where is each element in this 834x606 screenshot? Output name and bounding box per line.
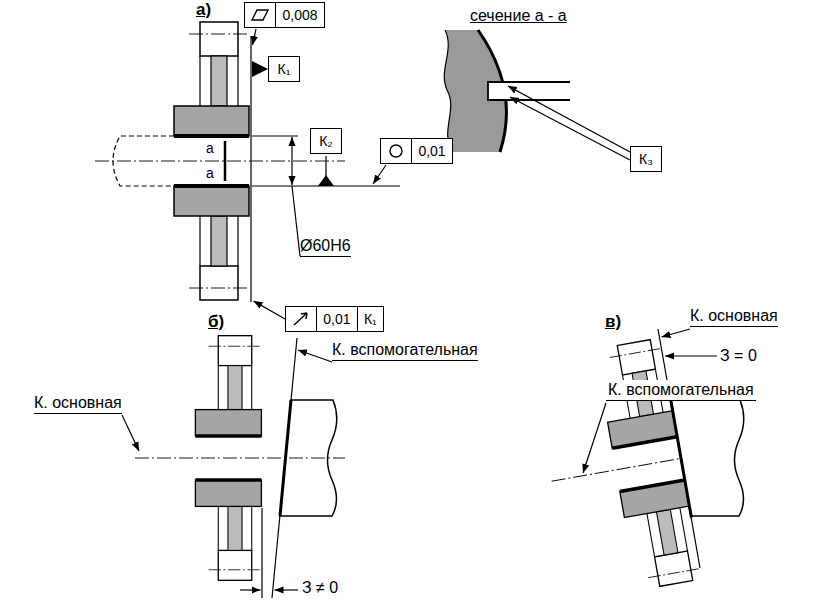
leader-line <box>253 29 257 45</box>
frame-value: К₃ <box>631 147 661 171</box>
dimension-line <box>240 589 261 590</box>
axis-line <box>95 161 345 162</box>
tolerance-symbol <box>290 310 312 328</box>
base-label: К. вспомогательная <box>332 340 478 361</box>
frame-value: К₂ <box>311 129 341 153</box>
symbol-cell <box>381 139 411 163</box>
datum-box: К₃ <box>630 146 662 172</box>
axis-line <box>552 456 695 481</box>
base-label: К. основная <box>690 306 778 327</box>
section-a-a <box>444 30 630 160</box>
dimension-label: Ø60H6 <box>300 236 351 257</box>
frame-value: К₁ <box>269 57 299 81</box>
leader-line <box>254 301 286 319</box>
symbol-cell <box>245 3 275 27</box>
view-label: в) <box>605 312 621 332</box>
axis-line <box>135 458 345 459</box>
leader-line <box>325 156 326 176</box>
view-label: б) <box>208 312 224 332</box>
keyway <box>488 82 510 100</box>
gear-section <box>174 22 249 300</box>
face-line <box>250 36 251 302</box>
flatness-frame: 0,008 <box>244 2 325 28</box>
view-label: а) <box>196 0 211 20</box>
datum-triangle <box>252 61 268 77</box>
datum-triangle <box>318 175 334 186</box>
roundness-symbol <box>390 145 402 157</box>
leader-line <box>373 165 386 184</box>
base-line <box>272 338 297 598</box>
gear-view-a <box>95 22 400 319</box>
runout-frame: 0,01К₁ <box>285 306 384 332</box>
leader-line <box>292 186 300 256</box>
break-line <box>444 30 452 152</box>
axis-line <box>552 456 695 481</box>
leader-line <box>510 97 630 160</box>
leader-line <box>583 403 606 473</box>
dimension-line <box>275 589 299 590</box>
extension-line <box>252 135 298 136</box>
gap-label: З = 0 <box>720 346 757 365</box>
leader-line <box>298 350 332 362</box>
symbol-cell <box>286 307 316 331</box>
frame-value: К₁ <box>357 307 383 331</box>
base-label: К. основная <box>34 393 122 414</box>
datum-box: К₁ <box>268 56 300 82</box>
tolerance-symbol <box>249 6 271 24</box>
frame-value: 0,008 <box>275 3 324 27</box>
runout-symbol <box>294 313 307 325</box>
section-title: сечение а - а <box>470 6 567 25</box>
gear-view-b <box>122 336 345 598</box>
leader-line <box>508 86 630 152</box>
roundness-frame: 0,01 <box>380 138 453 164</box>
leader-line <box>122 415 139 451</box>
base-label: К. вспомогательная <box>606 380 756 401</box>
datum-box: К₂ <box>310 128 342 154</box>
section-mark: а <box>206 140 214 157</box>
leader-line <box>662 329 691 337</box>
dimension-line <box>291 137 292 185</box>
section-trace <box>224 141 227 181</box>
section-mark: а <box>206 165 214 182</box>
frame-value: 0,01 <box>316 307 357 331</box>
frame-value: 0,01 <box>411 139 452 163</box>
base-line <box>658 329 700 568</box>
extension-line <box>261 508 262 598</box>
flatness-symbol <box>252 10 268 20</box>
dimension-line <box>665 355 717 356</box>
tolerance-symbol <box>385 142 407 160</box>
gap-label: З ≠ 0 <box>302 578 338 597</box>
gear-view-c <box>552 329 744 590</box>
